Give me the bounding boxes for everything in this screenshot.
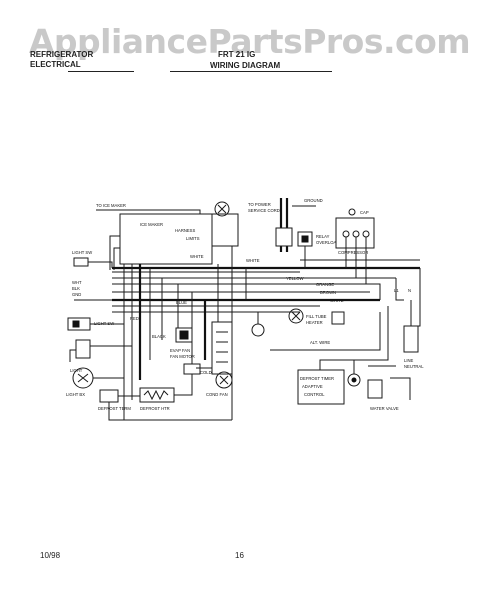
label-evap-fan: EVAP FAN <box>170 348 190 353</box>
label-timer-control: CONTROL <box>304 392 325 397</box>
ice-maker-motor-icon <box>214 201 230 217</box>
cabinet-light-socket <box>75 339 91 359</box>
defrost-heater <box>139 387 175 403</box>
label-cond-fan: COND FAN <box>206 392 228 397</box>
label-l1: L1 <box>394 288 399 293</box>
footer-page-number: 16 <box>235 551 244 560</box>
header-model: FRT 21 IG <box>218 50 256 59</box>
label-compressor: COMPRESSOR <box>338 250 368 255</box>
label-relay: RELAY <box>316 234 330 239</box>
light-switch-top <box>73 257 89 267</box>
label-brown: BROWN <box>320 290 336 295</box>
label-yellow: YELLOW <box>286 276 304 281</box>
label-black: BLACK <box>152 334 166 339</box>
label-orange: ORANGE <box>316 282 334 287</box>
header-underline-right <box>170 71 332 72</box>
cold-control <box>211 321 233 375</box>
header-underline-left <box>68 71 134 72</box>
label-ice-maker-harness: HARNESS <box>175 228 195 233</box>
label-timer-adaptive: ADAPTIVE <box>302 384 323 389</box>
line-terminal <box>403 325 419 353</box>
label-blk-left: BLK <box>72 286 80 291</box>
label-n: N <box>408 288 411 293</box>
page-title: WIRING DIAGRAM <box>210 61 281 70</box>
switch-icon <box>251 323 265 337</box>
fill-tube-heater-icon <box>288 308 304 324</box>
condenser-fan-icon <box>215 371 233 389</box>
label-blue: BLUE <box>176 300 187 305</box>
label-to-power: TO POWER <box>248 202 271 207</box>
label-water-valve: WATER VALVE <box>370 406 399 411</box>
label-white-top: WHITE <box>190 254 204 259</box>
cap-icon <box>348 208 356 216</box>
label-line: LINE <box>404 358 414 363</box>
label-defrost-htr: DEFROST HTR <box>140 406 170 411</box>
label-gnd: GND <box>72 292 81 297</box>
label-white2: WHITE <box>330 298 344 303</box>
label-fill-tube: FILL TUBE <box>306 314 327 319</box>
compressor-terminal <box>335 217 375 249</box>
label-service-cord: SERVICE CORD <box>248 208 280 213</box>
label-wht-left: WHT <box>72 280 82 285</box>
header-left-line2: ELECTRICAL <box>30 60 81 69</box>
label-red: RED <box>130 316 139 321</box>
label-ground: GROUND <box>304 198 323 203</box>
connector-small <box>331 311 345 325</box>
label-light-sw: LIGHT SW <box>72 250 92 255</box>
ice-maker-connector <box>211 213 239 247</box>
defrost-terminator <box>99 389 119 403</box>
label-cap: CAP <box>360 210 369 215</box>
label-ice-maker: ICE MAKER <box>140 222 163 227</box>
label-white: WHITE <box>246 258 260 263</box>
label-defrost-timer: DEFROST TIMER <box>300 376 334 381</box>
label-heater: HEATER <box>306 320 323 325</box>
label-ice-maker-limits: LIMITS <box>186 236 200 241</box>
header-left-line1: REFRIGERATOR <box>30 50 94 59</box>
defrost-timer-box <box>297 369 345 405</box>
label-light-box: LIGHT BX <box>66 392 85 397</box>
label-alt-note: ALT. WIRE <box>310 340 330 345</box>
ice-maker-box <box>119 213 213 265</box>
label-overload: OVERLOAD <box>316 240 339 245</box>
watermark: AppliancePartsPros.com <box>28 22 471 61</box>
label-to-ice-maker: TO ICE MAKER <box>96 203 126 208</box>
label-neutral: NEUTRAL <box>404 364 424 369</box>
footer-date: 10/98 <box>40 551 61 560</box>
label-defrost-term: DEFROST TERM <box>98 406 131 411</box>
label-fan-motor: FAN MOTOR <box>170 354 195 359</box>
water-valve-coil <box>367 379 383 399</box>
power-cord-plug <box>275 227 293 247</box>
